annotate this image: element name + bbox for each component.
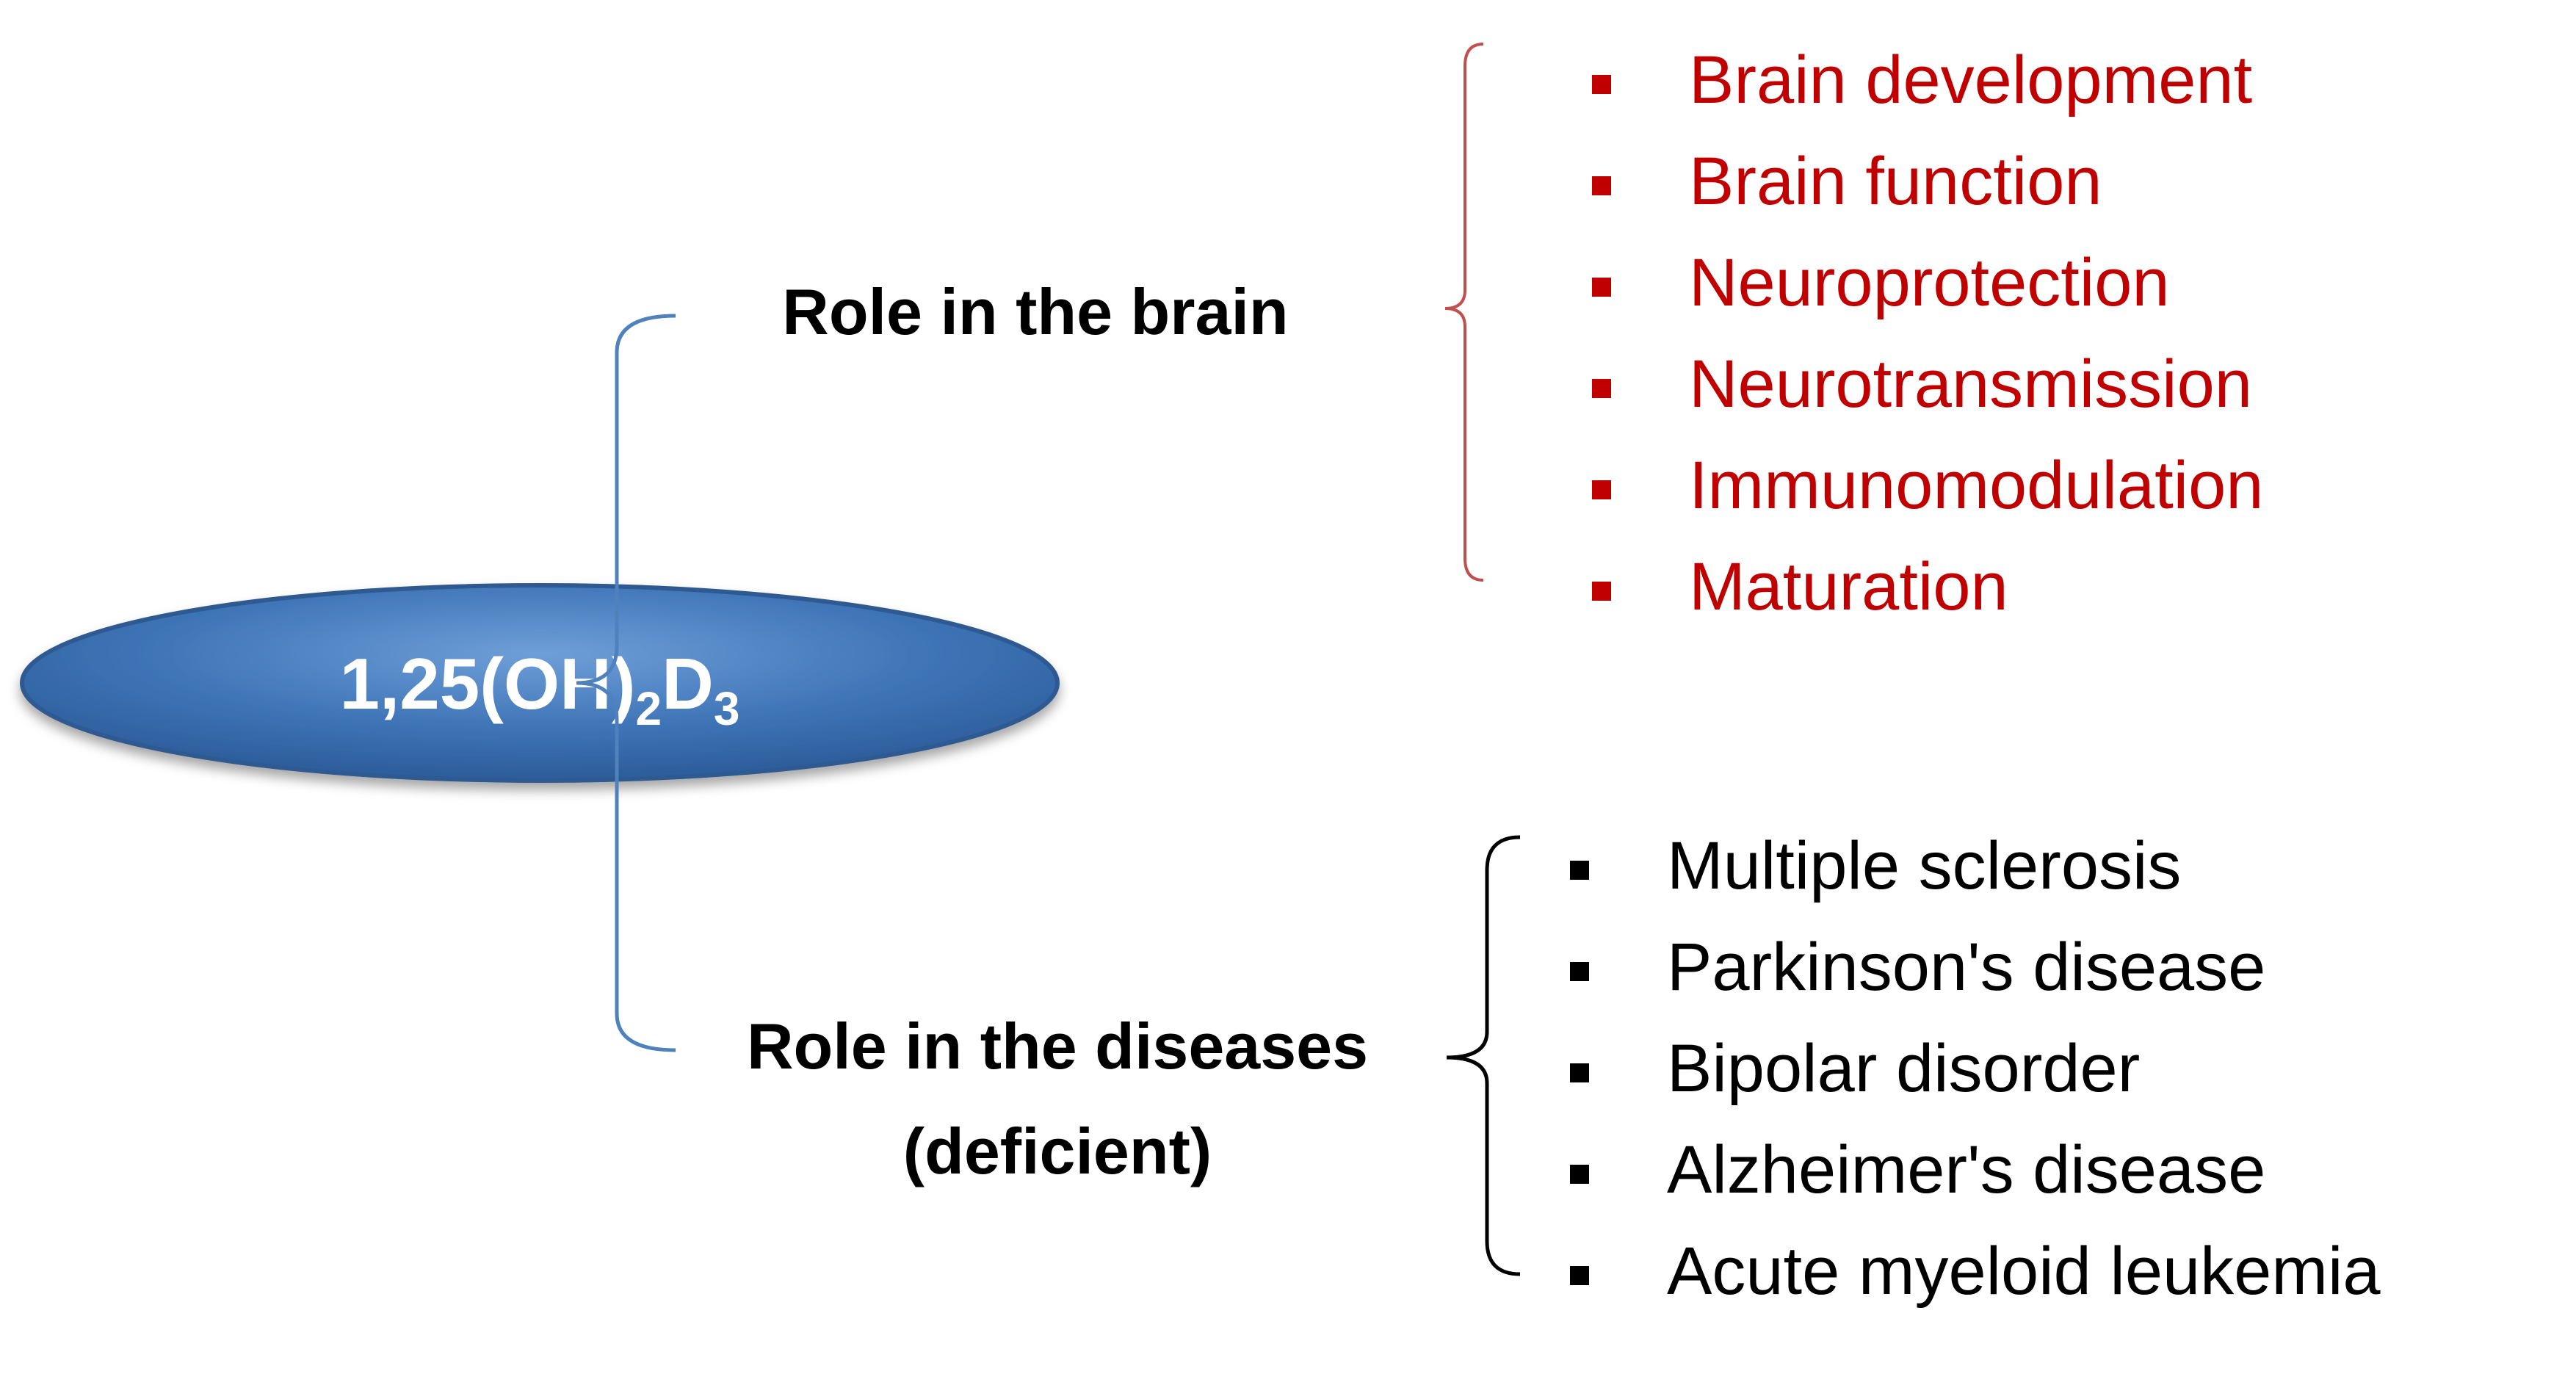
list-item: Brain development [1689, 43, 2252, 117]
root-label: 1,25(OH)2D3 [340, 643, 740, 735]
list-item: Acute myeloid leukemia [1667, 1234, 2381, 1309]
root-connector-bracket [576, 314, 676, 1052]
bullet-marker [1592, 480, 1611, 499]
brain-items-brace [1444, 43, 1484, 582]
bullet-marker [1592, 75, 1611, 94]
bullet-marker [1570, 861, 1589, 880]
root-label-mid: D [662, 643, 714, 724]
root-label-sub2: 3 [714, 682, 740, 735]
list-item: Immunomodulation [1689, 448, 2263, 523]
disease-items-brace [1446, 835, 1521, 1276]
branch-label-diseases-qualifier: (deficient) [903, 1115, 1212, 1187]
bullet-marker [1570, 1266, 1589, 1285]
list-item: Alzheimer's disease [1667, 1132, 2265, 1207]
bullet-marker [1570, 1063, 1589, 1082]
root-ellipse [20, 583, 1060, 783]
bullet-marker [1592, 379, 1611, 398]
bullet-marker [1592, 582, 1611, 601]
bullet-marker [1592, 176, 1611, 195]
list-item: Maturation [1689, 549, 2008, 624]
branch-label-diseases: Role in the diseases [747, 1010, 1368, 1082]
list-item: Neurotransmission [1689, 347, 2252, 422]
bullet-marker [1570, 962, 1589, 981]
list-item: Multiple sclerosis [1667, 828, 2181, 903]
list-item: Neuroprotection [1689, 245, 2170, 320]
branch-label-brain: Role in the brain [782, 275, 1288, 348]
list-item: Parkinson's disease [1667, 930, 2265, 1005]
list-item: Bipolar disorder [1667, 1031, 2140, 1106]
list-item: Brain function [1689, 144, 2102, 219]
root-node: 1,25(OH)2D3 [20, 583, 1060, 783]
bullet-marker [1570, 1165, 1589, 1184]
bullet-marker [1592, 278, 1611, 297]
root-label-sub1: 2 [636, 682, 662, 735]
